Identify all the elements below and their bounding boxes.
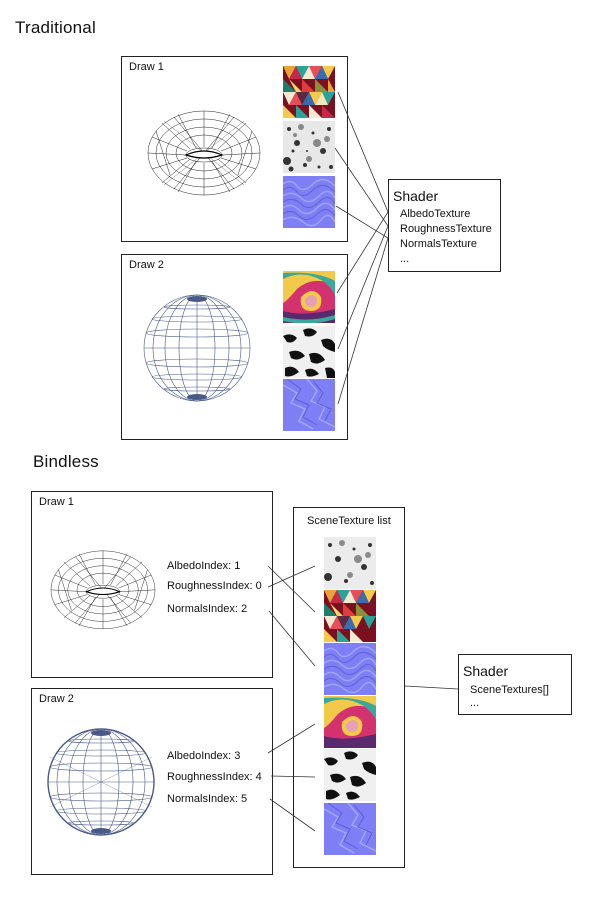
torus-wireframe [50, 550, 156, 630]
bindless-draw1-albedo-index: AlbedoIndex: 1 [167, 560, 241, 572]
bindless-draw1-roughness-index: RoughnessIndex: 0 [167, 580, 262, 592]
roughness-texture [283, 121, 335, 173]
bindless-draw2-box: Draw 2 AlbedoIndex: 3 RoughnessIndex: 4 … [31, 688, 273, 875]
normals-texture-2 [283, 379, 335, 431]
list-albedo-triangles-texture [324, 590, 376, 642]
roughness-texture-2 [283, 326, 335, 378]
albedo-triangles-texture [283, 66, 335, 118]
bindless-draw1-label: Draw 1 [39, 496, 74, 508]
list-roughness-texture-2 [324, 749, 376, 801]
albedo-swirl-texture [283, 271, 335, 323]
bindless-draw1-normals-index: NormalsIndex: 2 [167, 603, 248, 615]
traditional-draw1-label: Draw 1 [129, 61, 164, 73]
sphere-wireframe [143, 294, 251, 402]
sphere-wireframe [47, 728, 155, 836]
scene-texture-list-box: SceneTexture list [293, 507, 405, 868]
shader-item-scene-textures: SceneTextures[] [470, 684, 549, 696]
normals-texture [283, 176, 335, 228]
bindless-draw2-normals-index: NormalsIndex: 5 [167, 793, 248, 805]
traditional-draw2-box: Draw 2 [121, 254, 348, 440]
bindless-draw2-roughness-index: RoughnessIndex: 4 [167, 771, 262, 783]
bindless-draw2-albedo-index: AlbedoIndex: 3 [167, 750, 241, 762]
traditional-draw2-label: Draw 2 [129, 259, 164, 271]
scene-texture-list-title: SceneTexture list [307, 515, 391, 527]
shader-item-roughness: RoughnessTexture [400, 223, 492, 235]
torus-wireframe [147, 110, 261, 196]
shader-item-albedo: AlbedoTexture [400, 208, 471, 220]
traditional-shader-box: Shader AlbedoTexture RoughnessTexture No… [388, 179, 501, 272]
list-normals-texture-2 [324, 803, 376, 855]
bindless-draw2-label: Draw 2 [39, 693, 74, 705]
traditional-draw1-box: Draw 1 [121, 56, 348, 242]
list-normals-texture [324, 643, 376, 695]
shader-item-normals: NormalsTexture [400, 238, 478, 250]
bindless-shader-title: Shader [463, 663, 509, 679]
shader-item-ellipsis: ... [470, 697, 480, 709]
connector-line [404, 685, 459, 690]
shader-item-ellipsis: ... [400, 253, 410, 265]
bindless-title: Bindless [33, 452, 99, 471]
bindless-draw1-box: Draw 1 AlbedoIndex: 1 RoughnessIndex: 0 … [31, 491, 273, 678]
traditional-title: Traditional [15, 18, 96, 37]
list-roughness-texture [324, 537, 376, 589]
list-albedo-swirl-texture [324, 696, 376, 748]
bindless-shader-box: Shader SceneTextures[] ... [458, 654, 572, 715]
traditional-shader-title: Shader [393, 188, 439, 204]
